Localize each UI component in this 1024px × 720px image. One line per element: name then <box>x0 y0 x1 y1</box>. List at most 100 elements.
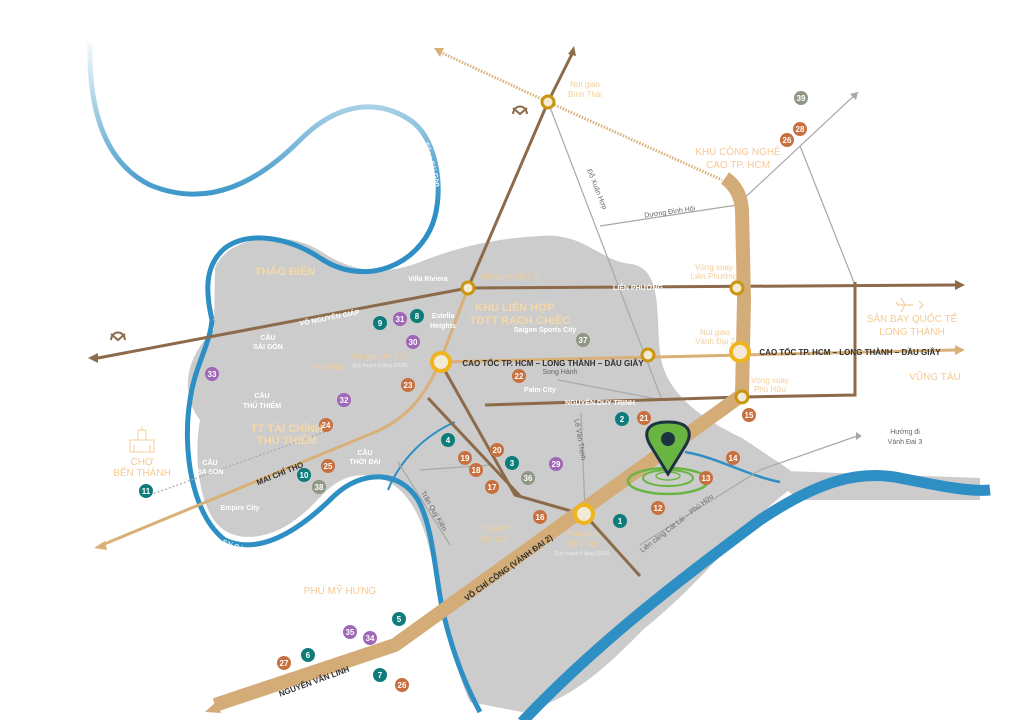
vo-chi-cong-ring-road-2 <box>212 172 751 712</box>
marker-number: 21 <box>640 414 649 423</box>
project-marker-39[interactable]: 39 <box>794 91 808 105</box>
junction-marker[interactable] <box>734 389 750 405</box>
project-marker-7[interactable]: 7 <box>373 668 387 682</box>
project-marker-5[interactable]: 5 <box>392 612 406 626</box>
map-label: THỜI ĐẠI <box>349 457 380 466</box>
project-marker-19[interactable]: 19 <box>458 451 472 465</box>
project-marker-31[interactable]: 31 <box>393 312 407 326</box>
marker-circle <box>505 456 519 470</box>
project-marker-3[interactable]: 3 <box>505 456 519 470</box>
marker-number: 11 <box>142 487 151 496</box>
project-marker-27[interactable]: 27 <box>277 656 291 670</box>
project-marker-36[interactable]: 36 <box>521 471 535 485</box>
map-label: MỸ LỢI <box>481 535 509 544</box>
project-marker-26[interactable]: 26 <box>395 678 409 692</box>
marker-number: 38 <box>315 483 324 492</box>
map-label: Villa Riviera <box>408 276 448 283</box>
project-marker-26[interactable]: 26 <box>780 133 794 147</box>
map-label: CAO TP. HCM <box>706 160 770 171</box>
project-marker-4[interactable]: 4 <box>441 433 455 447</box>
marker-number: 32 <box>340 396 349 405</box>
marker-number: 6 <box>306 651 311 660</box>
marker-circle <box>576 333 590 347</box>
junction-marker[interactable] <box>430 351 452 373</box>
marker-number: 39 <box>797 94 806 103</box>
project-marker-1[interactable]: 1 <box>613 514 627 528</box>
project-marker-23[interactable]: 23 <box>401 378 415 392</box>
project-markers: 1234567891011121314151617181920212223242… <box>139 91 808 692</box>
marker-circle <box>780 133 794 147</box>
project-marker-2[interactable]: 2 <box>615 412 629 426</box>
marker-number: 8 <box>415 312 420 321</box>
marker-number: 23 <box>404 381 413 390</box>
junction-marker[interactable] <box>460 280 476 296</box>
project-marker-35[interactable]: 35 <box>343 625 357 639</box>
marker-number: 25 <box>324 462 333 471</box>
junction-marker[interactable] <box>640 347 656 363</box>
project-marker-29[interactable]: 29 <box>549 457 563 471</box>
marker-number: 14 <box>729 454 738 463</box>
marker-circle <box>793 122 807 136</box>
marker-circle <box>521 471 535 485</box>
project-marker-30[interactable]: 30 <box>406 335 420 349</box>
map-label: Palm City <box>524 387 556 394</box>
project-marker-24[interactable]: 24 <box>319 418 333 432</box>
marker-circle <box>469 463 483 477</box>
project-marker-32[interactable]: 32 <box>337 393 351 407</box>
project-marker-17[interactable]: 17 <box>485 480 499 494</box>
project-marker-34[interactable]: 34 <box>363 631 377 645</box>
marker-number: 20 <box>493 446 502 455</box>
junction-marker[interactable] <box>573 503 595 525</box>
project-marker-22[interactable]: 22 <box>512 369 526 383</box>
airplane-icon <box>895 297 924 313</box>
marker-circle <box>406 335 420 349</box>
project-marker-37[interactable]: 37 <box>576 333 590 347</box>
map-label: Nút giao <box>570 80 600 89</box>
project-marker-21[interactable]: 21 <box>637 411 651 425</box>
marker-number: 26 <box>783 136 792 145</box>
project-marker-6[interactable]: 6 <box>301 648 315 662</box>
marker-circle <box>490 443 504 457</box>
map-label: CẦU <box>254 390 269 400</box>
map-label: Vòng xoay <box>695 263 733 272</box>
project-marker-15[interactable]: 15 <box>742 408 756 422</box>
project-marker-10[interactable]: 10 <box>297 468 311 482</box>
project-marker-20[interactable]: 20 <box>490 443 504 457</box>
map-label: TDTT RẠCH CHIẾC <box>470 314 570 327</box>
project-marker-14[interactable]: 14 <box>726 451 740 465</box>
project-marker-11[interactable]: 11 <box>139 484 153 498</box>
marker-number: 19 <box>461 454 470 463</box>
map-label: NGUYỄN DUY TRINH <box>565 398 635 407</box>
project-marker-25[interactable]: 25 <box>321 459 335 473</box>
marker-circle <box>321 459 335 473</box>
map-label: PHÚ MỸ HƯNG <box>304 584 377 597</box>
marker-number: 5 <box>397 615 402 624</box>
project-marker-28[interactable]: 28 <box>793 122 807 136</box>
junction-marker[interactable] <box>729 280 745 296</box>
map-label: VŨNG TÀU <box>909 370 961 383</box>
project-marker-16[interactable]: 16 <box>533 510 547 524</box>
project-marker-38[interactable]: 38 <box>312 480 326 494</box>
marker-circle <box>794 91 808 105</box>
map-label: SÀI GÒN <box>253 342 283 351</box>
map-label: AN PHÚ <box>313 363 343 372</box>
marker-circle <box>205 367 219 381</box>
marker-circle <box>441 433 455 447</box>
junction-marker[interactable] <box>729 341 751 363</box>
map-label: CẦU <box>202 457 217 467</box>
project-marker-8[interactable]: 8 <box>410 309 424 323</box>
marker-number: 12 <box>654 504 663 513</box>
junction-marker[interactable] <box>540 94 556 110</box>
road-label: Đỗ Xuân Hợp <box>585 168 609 211</box>
map-label: Nút giao An Phú <box>351 352 409 361</box>
project-location-pin[interactable] <box>626 420 710 496</box>
map-label: THẢO ĐIỀN <box>255 265 316 278</box>
marker-circle <box>395 678 409 692</box>
project-marker-33[interactable]: 33 <box>205 367 219 381</box>
project-marker-12[interactable]: 12 <box>651 501 665 515</box>
project-marker-18[interactable]: 18 <box>469 463 483 477</box>
map-label: BẾN THÀNH <box>113 466 171 479</box>
project-marker-13[interactable]: 13 <box>699 471 713 485</box>
project-marker-9[interactable]: 9 <box>373 316 387 330</box>
